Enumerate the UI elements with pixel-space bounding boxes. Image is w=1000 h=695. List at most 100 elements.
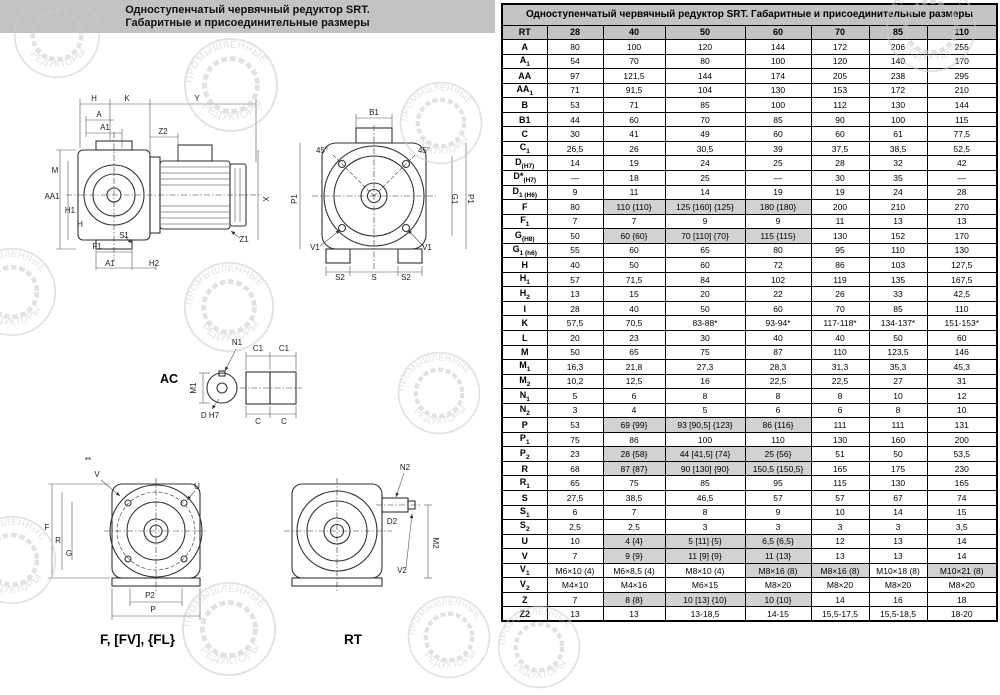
dimension-cell: 77,5 bbox=[926, 126, 998, 142]
dimension-label: Z2 bbox=[158, 127, 168, 136]
dimension-cell: 134-137* bbox=[868, 315, 928, 331]
dimension-cell: 26,5 bbox=[546, 140, 604, 157]
dimension-cell: 110 bbox=[868, 242, 928, 259]
dimension-cell: 60 {60} bbox=[602, 228, 666, 244]
side-view-dimensions bbox=[56, 99, 259, 270]
dimension-cell: 23 bbox=[546, 446, 604, 462]
dimension-cell: 146 bbox=[926, 344, 998, 361]
dimension-cell: 153 bbox=[810, 82, 870, 99]
front-view-dimensions bbox=[299, 114, 467, 276]
dimension-cell: 3 bbox=[664, 519, 746, 535]
dimension-cell: 167,5 bbox=[926, 271, 998, 288]
dimension-cell: 14-15 bbox=[744, 606, 812, 622]
row-label: C1 bbox=[501, 140, 548, 157]
dimension-cell: 85 bbox=[664, 475, 746, 491]
dimension-label: Y bbox=[194, 94, 200, 103]
dimension-cell: M10×21 (8) bbox=[926, 562, 998, 579]
dimension-cell: 28 bbox=[926, 184, 998, 201]
dimension-cell: 11 bbox=[810, 213, 870, 230]
dimension-label: G1 bbox=[450, 194, 459, 205]
dimension-cell: 57 bbox=[744, 490, 812, 506]
dimension-cell: 80 bbox=[664, 53, 746, 70]
dimension-cell: 230 bbox=[926, 460, 998, 477]
dimension-cell: 35 bbox=[868, 169, 928, 186]
dimension-cell: 86 bbox=[602, 431, 666, 448]
dimension-cell: 67 bbox=[868, 490, 928, 506]
dimension-cell: 27 bbox=[868, 373, 928, 390]
dimension-cell: 21,8 bbox=[602, 359, 666, 375]
dimension-cell: 40 bbox=[602, 24, 666, 41]
dimension-cell: 110 {110} bbox=[602, 199, 666, 215]
left-title-line2: Габаритные и присоединительные размеры bbox=[125, 16, 370, 29]
dimension-label: V1 bbox=[310, 243, 320, 252]
dimension-cell: 84 bbox=[664, 271, 746, 288]
view-label-rt: RT bbox=[344, 632, 362, 647]
dimension-cell: 3 bbox=[744, 519, 812, 535]
dimension-cell: 9 bbox=[744, 504, 812, 521]
dimension-cell: 24 bbox=[868, 184, 928, 201]
table-title: Одноступенчатый червячный редуктор SRT. … bbox=[501, 3, 998, 26]
row-label: AA bbox=[501, 68, 548, 84]
dimension-cell: 74 bbox=[926, 490, 998, 506]
dimension-cell: 28 bbox=[546, 300, 604, 317]
dimension-cell: 60 bbox=[602, 242, 666, 259]
dimension-cell: 91,5 bbox=[602, 82, 666, 99]
row-label: S1 bbox=[501, 504, 548, 521]
row-label: AA1 bbox=[501, 82, 548, 99]
dimension-cell: 28 {58} bbox=[602, 446, 666, 462]
dimension-label: R bbox=[55, 536, 61, 545]
dimension-cell: 23 bbox=[602, 329, 666, 346]
dimension-cell: 3 bbox=[546, 402, 604, 419]
dimension-cell: 28 bbox=[810, 155, 870, 171]
dimension-cell: 5 bbox=[664, 402, 746, 419]
dimension-cell: 49 bbox=[664, 126, 746, 142]
dimension-cell: 15,5-17,5 bbox=[810, 606, 870, 622]
dimension-cell: 93-94* bbox=[744, 315, 812, 331]
drawings-panel: Одноступенчатый червячный редуктор SRT. … bbox=[0, 0, 495, 682]
dimension-cell: 30,5 bbox=[664, 140, 746, 157]
dimension-cell: 57,5 bbox=[546, 315, 604, 331]
dimension-cell: 40 bbox=[546, 257, 604, 273]
row-label: Z2 bbox=[501, 606, 548, 622]
row-label: N1 bbox=[501, 388, 548, 404]
dimension-cell: 86 bbox=[810, 257, 870, 273]
dimension-cell: 144 bbox=[744, 39, 812, 55]
ac-detail-drawing bbox=[206, 370, 302, 405]
dimension-cell: 200 bbox=[926, 431, 998, 448]
dimension-label: X bbox=[261, 196, 270, 202]
dimension-cell: 152 bbox=[868, 228, 928, 244]
dimension-label: P1 bbox=[466, 194, 475, 204]
dimension-label: K bbox=[124, 94, 130, 103]
dimension-label: H1 bbox=[65, 206, 76, 215]
row-label: P1 bbox=[501, 431, 548, 448]
dimension-cell: 65 bbox=[664, 242, 746, 259]
dimension-cell: 19 bbox=[810, 184, 870, 201]
dimension-cell: 75 bbox=[602, 475, 666, 491]
dimension-cell: 53 bbox=[546, 97, 604, 113]
dimension-cell: 11 [9] {9} bbox=[664, 548, 746, 564]
row-label: V2 bbox=[501, 577, 548, 593]
dimension-cell: 22,5 bbox=[744, 373, 812, 390]
dimension-cell: 25 bbox=[744, 155, 812, 171]
dimension-cell: 8 bbox=[664, 388, 746, 404]
dimension-cell: M8×16 (8) bbox=[744, 562, 812, 579]
dimension-cell: 60 bbox=[810, 126, 870, 142]
dimension-cell: 10 bbox=[868, 388, 928, 404]
dimension-cell: 16 bbox=[868, 591, 928, 608]
dimension-cell: 15 bbox=[926, 504, 998, 521]
row-label: B1 bbox=[501, 111, 548, 128]
dimension-cell: 55 bbox=[546, 242, 604, 259]
dimension-cell: — bbox=[744, 169, 812, 186]
side-view-drawing bbox=[66, 132, 262, 262]
dimension-label: N1 bbox=[232, 338, 243, 347]
dimension-cell: 130 bbox=[926, 242, 998, 259]
dimension-cell: 18-20 bbox=[926, 606, 998, 622]
